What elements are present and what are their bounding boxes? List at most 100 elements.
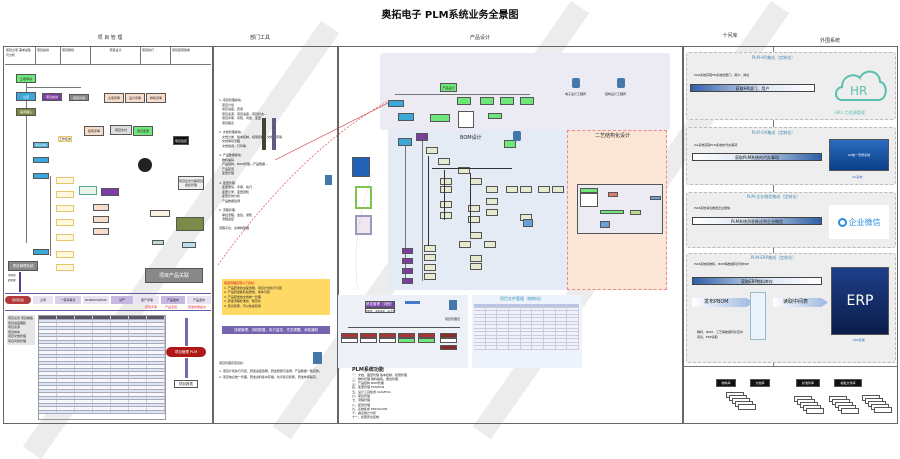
- list-item[interactable]: 项目总览 项目看板: [8, 316, 33, 320]
- node-review2[interactable]: 设计评审: [125, 93, 145, 103]
- bom-node[interactable]: [424, 254, 436, 261]
- design-node[interactable]: [388, 100, 404, 107]
- bom-node[interactable]: [520, 186, 532, 193]
- design-node[interactable]: [430, 114, 450, 122]
- design-node[interactable]: [458, 111, 474, 128]
- task-node[interactable]: [93, 228, 109, 235]
- library-doc[interactable]: [738, 404, 756, 410]
- node-review4[interactable]: 结项评审: [84, 126, 104, 136]
- list-item[interactable]: 项目进度跟踪: [8, 320, 27, 325]
- flow-node[interactable]: [440, 338, 457, 343]
- node-start[interactable]: 项目启动: [42, 93, 62, 101]
- flow-node[interactable]: [379, 338, 396, 343]
- list-item[interactable]: 项目成本: [8, 329, 21, 334]
- bom-node[interactable]: [523, 219, 533, 227]
- design-root-node[interactable]: 产品设计: [440, 83, 457, 92]
- bom-node[interactable]: [426, 147, 438, 154]
- design-node[interactable]: [488, 113, 502, 119]
- product-link-button[interactable]: 项目产品关联: [145, 268, 203, 283]
- design-node[interactable]: [398, 113, 414, 121]
- library-doc[interactable]: [806, 408, 824, 414]
- bom-node[interactable]: [424, 264, 436, 271]
- bom-node[interactable]: [458, 167, 470, 174]
- flow-node[interactable]: [418, 333, 435, 338]
- bom-node[interactable]: [506, 186, 518, 193]
- node-review1[interactable]: 立项评审: [104, 93, 124, 103]
- bom-node[interactable]: [552, 186, 564, 193]
- report-node[interactable]: 项目报表: [174, 380, 198, 388]
- node-task[interactable]: 工作任务: [58, 136, 72, 142]
- bom-node[interactable]: [486, 186, 498, 193]
- design-node[interactable]: [480, 97, 494, 105]
- bom-node[interactable]: [470, 232, 482, 239]
- bom-node[interactable]: [486, 209, 498, 216]
- node-change[interactable]: 项目变更: [133, 126, 153, 136]
- process-node[interactable]: [580, 193, 598, 207]
- node-output[interactable]: [182, 242, 196, 248]
- task-node[interactable]: [79, 186, 97, 195]
- task-node[interactable]: [56, 264, 74, 271]
- bom-node[interactable]: [440, 212, 452, 219]
- bom-node[interactable]: [486, 198, 498, 205]
- node-bom-link[interactable]: [176, 217, 204, 231]
- library-docs[interactable]: 文档库: [750, 379, 770, 387]
- bom-node[interactable]: [538, 186, 550, 193]
- flow-node[interactable]: [440, 333, 457, 338]
- project-system-button[interactable]: 项目管理系统: [8, 261, 38, 271]
- bom-node[interactable]: [468, 216, 480, 223]
- library-standard[interactable]: 标准件库: [796, 379, 820, 387]
- bom-node[interactable]: [440, 186, 452, 193]
- node-apply[interactable]: 立项申请: [16, 74, 36, 83]
- tab-phase-6[interactable]: 产品发布: [161, 295, 185, 304]
- node-branch[interactable]: [33, 157, 49, 163]
- design-node[interactable]: [500, 97, 514, 105]
- bom-node[interactable]: [402, 258, 413, 264]
- node-deliver[interactable]: 项目交付: [110, 125, 132, 135]
- flow-node[interactable]: [360, 333, 377, 338]
- pdm-box[interactable]: [355, 215, 372, 235]
- plm-center-node[interactable]: 项目管理 PLM: [166, 347, 206, 357]
- node-monitor[interactable]: 项目监控: [173, 136, 189, 145]
- tab-phase-5[interactable]: 量产评审: [135, 295, 159, 304]
- process-node[interactable]: [580, 188, 598, 193]
- node-branch[interactable]: [33, 173, 49, 179]
- bom-node[interactable]: [440, 201, 452, 208]
- tab-phase-7[interactable]: 产品退市: [187, 295, 211, 304]
- flow-node[interactable]: [398, 333, 415, 338]
- task-node[interactable]: [93, 216, 109, 223]
- library-template[interactable]: 模板文件库: [834, 379, 862, 387]
- design-node[interactable]: [457, 97, 471, 105]
- bom-node[interactable]: [440, 178, 452, 185]
- task-node[interactable]: [56, 251, 74, 258]
- flow-node[interactable]: [341, 333, 358, 338]
- bom-node[interactable]: [416, 133, 428, 141]
- node-branch[interactable]: [33, 249, 49, 255]
- task-node[interactable]: [56, 205, 74, 212]
- node-merge[interactable]: [150, 210, 170, 217]
- design-node[interactable]: [520, 97, 534, 105]
- process-bar[interactable]: 流程管理、流程配置、执行监控、任务提醒、消息通知: [222, 326, 330, 334]
- bom-node[interactable]: [468, 205, 480, 212]
- flow-node[interactable]: [418, 338, 435, 343]
- node-review3[interactable]: 样机评审: [146, 93, 166, 103]
- tab-phase-2[interactable]: 一级评审点: [55, 295, 81, 304]
- list-item[interactable]: 项目风险管理: [8, 338, 27, 343]
- library-doc[interactable]: [874, 407, 892, 413]
- process-node[interactable]: [600, 210, 624, 214]
- task-node[interactable]: [56, 219, 74, 226]
- eda-box[interactable]: [355, 186, 372, 209]
- bom-node[interactable]: [398, 138, 412, 146]
- bom-node[interactable]: [402, 268, 413, 274]
- bom-node[interactable]: [402, 248, 413, 254]
- library-doc[interactable]: [841, 408, 859, 414]
- bom-node[interactable]: [402, 278, 413, 284]
- tab-phase-0[interactable]: 项目阶段: [5, 295, 31, 304]
- node-docs[interactable]: 项目资料: [33, 142, 49, 148]
- bom-node[interactable]: [484, 241, 496, 248]
- bom-node[interactable]: [470, 263, 482, 270]
- process-node[interactable]: [630, 210, 641, 215]
- flow-node[interactable]: [440, 345, 457, 350]
- flow-node[interactable]: [379, 333, 396, 338]
- process-node[interactable]: [608, 192, 618, 197]
- task-node[interactable]: [101, 188, 119, 196]
